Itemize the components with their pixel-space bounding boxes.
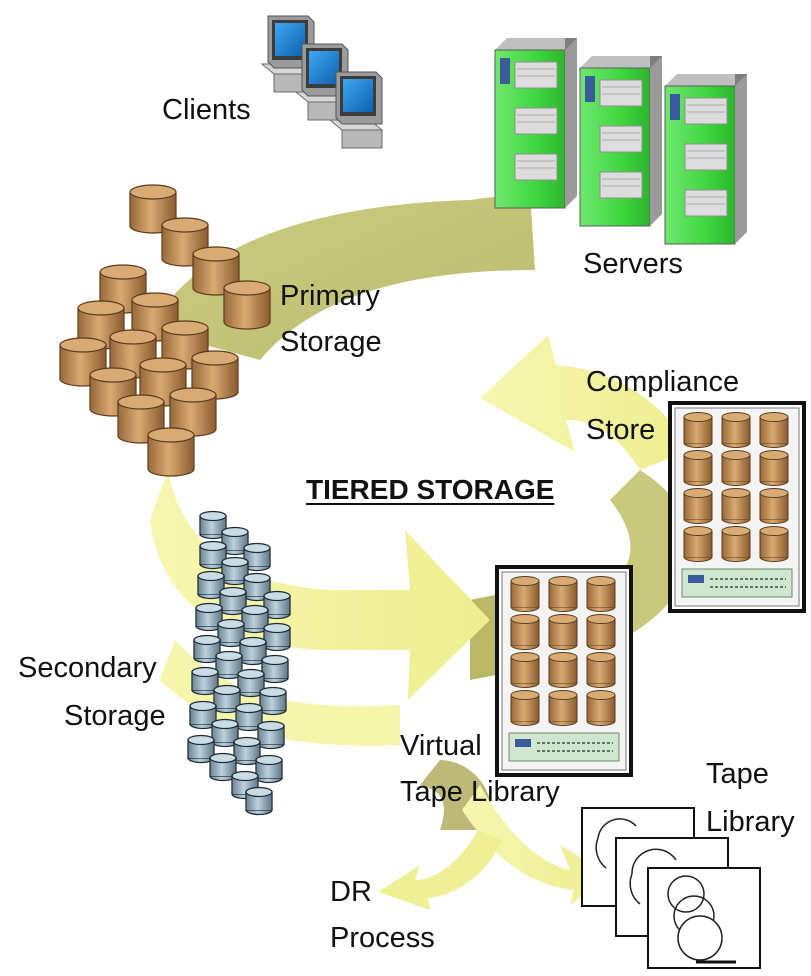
compliance-store-label-line2: Store — [586, 414, 656, 446]
virtual-tape-library-label-line2: Tape Library — [400, 776, 560, 808]
server-tower-icon — [494, 37, 578, 209]
diagram-title: TIERED STORAGE — [306, 474, 555, 505]
virtual-tape-library-label-line1: Virtual — [400, 730, 482, 762]
server-tower-icon — [664, 73, 748, 245]
disk-icon — [261, 654, 289, 684]
disk-icon — [259, 686, 287, 716]
tape-library-label-line1: Tape — [706, 758, 769, 790]
primary-storage-label-line1: Primary — [280, 280, 380, 312]
server-tower-icon — [579, 55, 663, 227]
virtual-tape-library-cabinet — [495, 565, 633, 777]
dr-process-label-line2: Process — [330, 922, 435, 954]
disk-icon — [255, 754, 283, 784]
servers-group — [494, 37, 748, 245]
tape-library-label-line2: Library — [706, 806, 795, 838]
secondary-storage-disks — [187, 510, 291, 816]
primary-storage-label-line2: Storage — [280, 326, 382, 358]
compliance-store-cabinet — [668, 401, 806, 613]
clients-group — [261, 15, 383, 149]
compliance-store-label-line1: Compliance — [586, 366, 740, 398]
secondary-storage-label-line1: Secondary — [18, 652, 157, 684]
disk-icon — [263, 622, 291, 652]
tape-library-group — [581, 807, 761, 969]
secondary-storage-label-line2: Storage — [64, 700, 166, 732]
disk-icon — [223, 280, 271, 330]
servers-label: Servers — [583, 248, 683, 280]
disk-icon — [245, 786, 273, 816]
clients-label: Clients — [162, 94, 251, 126]
disk-icon — [147, 427, 195, 477]
disk-icon — [257, 720, 285, 750]
dr-process-label-line1: DR — [330, 876, 372, 908]
client-workstation-icon — [329, 71, 383, 149]
tape-cartridge-icon — [647, 867, 761, 969]
